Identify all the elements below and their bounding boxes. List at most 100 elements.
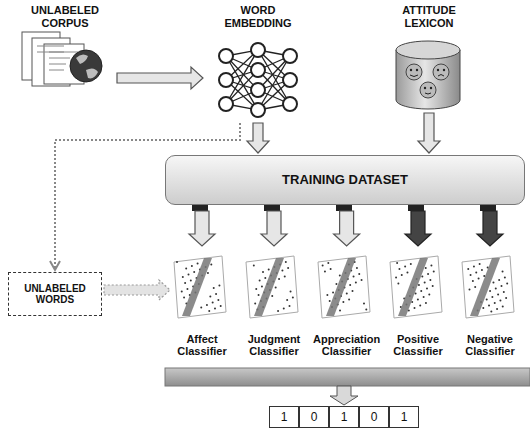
data-point	[418, 284, 420, 286]
classifier-node: Affect Classifier	[164, 248, 240, 360]
classifier-label: Judgment Classifier	[239, 333, 309, 358]
data-point	[275, 287, 277, 289]
data-point	[351, 290, 353, 292]
network-neuron	[251, 103, 265, 117]
decision-boundary	[398, 258, 428, 316]
database-icon	[396, 41, 460, 109]
decision-boundary	[326, 258, 356, 316]
data-point	[339, 310, 341, 312]
data-point	[482, 307, 484, 309]
data-point	[497, 294, 499, 296]
data-point	[469, 289, 471, 291]
data-point	[478, 278, 480, 280]
lexicon-node: ATTITUDE LEXICON	[385, 2, 473, 112]
data-point	[208, 310, 210, 312]
classifier-label: Appreciation Classifier	[311, 333, 382, 358]
vector-cell: 1	[329, 406, 359, 428]
network-neuron	[251, 43, 265, 57]
classifier-icon	[318, 256, 370, 318]
classifier-node: Judgment Classifier	[236, 248, 312, 360]
data-point	[220, 305, 222, 307]
connector-arrow	[247, 123, 269, 153]
block-arrow	[104, 280, 170, 300]
network-neuron	[283, 97, 297, 111]
data-point	[398, 268, 400, 270]
data-point	[288, 305, 290, 307]
data-point	[502, 306, 504, 308]
data-point	[342, 301, 344, 303]
data-point	[365, 309, 367, 311]
data-point	[415, 293, 417, 295]
connector-arrow	[418, 113, 440, 153]
block-arrow	[405, 211, 431, 246]
vector-cell: 0	[299, 406, 329, 428]
data-point	[206, 304, 208, 306]
data-point	[404, 266, 406, 268]
classifier-label: Affect Classifier	[167, 333, 237, 358]
training-box: TRAINING DATASET	[165, 155, 525, 205]
node-label: UNLABELED CORPUS	[25, 4, 105, 29]
data-point	[191, 265, 193, 267]
data-point	[423, 296, 425, 298]
network-neuron	[251, 83, 265, 97]
data-point	[428, 294, 430, 296]
output-arrow	[330, 386, 358, 405]
data-point	[420, 290, 422, 292]
classifier-label: Positive Classifier	[383, 333, 453, 358]
connector-arrow	[334, 211, 360, 246]
data-point	[330, 268, 332, 270]
data-point	[190, 280, 192, 282]
classifier-label: Negative Classifier	[455, 333, 525, 358]
block-arrow	[189, 211, 215, 246]
data-point	[188, 274, 190, 276]
block-arrow	[117, 67, 203, 89]
data-point	[193, 271, 195, 273]
block-arrow	[418, 113, 440, 153]
data-point	[494, 302, 496, 304]
data-point	[430, 265, 432, 267]
data-point	[396, 262, 398, 264]
classifier-node: Positive Classifier	[380, 248, 456, 360]
data-point	[490, 311, 492, 313]
corpus-node: UNLABELED CORPUS	[15, 2, 115, 88]
data-point	[259, 280, 261, 282]
data-point	[277, 310, 279, 312]
data-point	[283, 308, 285, 310]
data-point	[181, 291, 183, 293]
data-point	[489, 290, 491, 292]
data-point	[427, 273, 429, 275]
classifier-icon	[462, 256, 514, 318]
data-point	[253, 265, 255, 267]
connector-arrow	[104, 280, 170, 300]
data-point	[329, 300, 331, 302]
data-point	[432, 285, 434, 287]
arrow-tab	[264, 205, 280, 211]
data-point	[401, 274, 403, 276]
data-point	[491, 296, 493, 298]
data-point	[184, 282, 186, 284]
arrow-tab	[408, 205, 424, 211]
vector-cell: 0	[359, 406, 389, 428]
embedding-node: WORD EMBEDDING	[205, 2, 311, 122]
data-point	[363, 303, 365, 305]
decision-boundary	[470, 258, 500, 316]
data-point	[176, 261, 178, 263]
data-point	[214, 308, 216, 310]
node-label: TRAINING DATASET	[282, 173, 408, 188]
data-point	[498, 279, 500, 281]
node-label: ATTITUDE LEXICON	[393, 4, 465, 29]
data-point	[426, 288, 428, 290]
data-point	[255, 288, 257, 290]
data-point	[506, 283, 508, 285]
data-point	[397, 283, 399, 285]
data-point	[492, 282, 494, 284]
data-point	[496, 308, 498, 310]
data-point	[261, 286, 263, 288]
network-neuron	[283, 49, 297, 63]
data-point	[475, 272, 477, 274]
data-point	[326, 294, 328, 296]
data-point	[210, 264, 212, 266]
feature-plane	[318, 256, 370, 318]
classifier-icon	[174, 256, 226, 318]
